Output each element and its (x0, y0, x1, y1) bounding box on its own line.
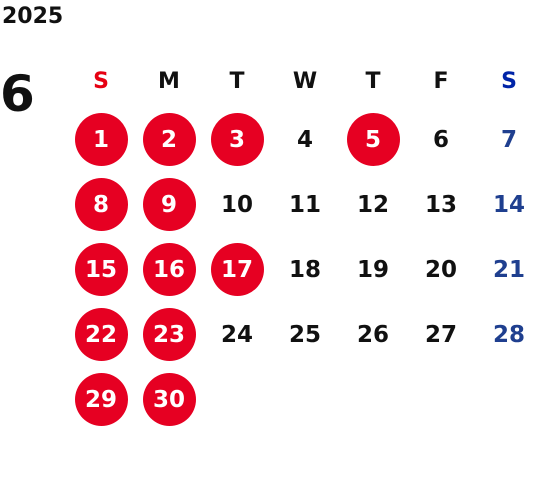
day-number: 8 (74, 178, 128, 231)
weekday-saturday: S (501, 68, 517, 94)
day-number: 18 (288, 256, 321, 283)
day-cell: 3 (203, 107, 271, 172)
day-cell: 16 (135, 237, 203, 302)
day-cell: 12 (339, 172, 407, 237)
day-number: 16 (142, 243, 196, 296)
day-cell: 27 (407, 302, 475, 367)
day-cell: 10 (203, 172, 271, 237)
weekday-wednesday: W (292, 68, 318, 94)
day-number: 15 (74, 243, 128, 296)
day-number: 4 (296, 126, 313, 153)
day-cell (407, 367, 475, 432)
weekday-monday: M (158, 68, 180, 94)
day-cell: 7 (475, 107, 543, 172)
day-cell: 25 (271, 302, 339, 367)
calendar-grid: S M T W T F S 1 2 3 4 5 6 7 8 9 10 11 12… (67, 55, 543, 432)
day-number: 11 (288, 191, 321, 218)
day-cell (271, 367, 339, 432)
day-cell: 6 (407, 107, 475, 172)
day-cell: 26 (339, 302, 407, 367)
day-cell: 1 (67, 107, 135, 172)
day-cell: 24 (203, 302, 271, 367)
week-row-4: 22 23 24 25 26 27 28 (67, 302, 543, 367)
day-number: 14 (492, 191, 525, 218)
day-number: 6 (432, 126, 449, 153)
day-number: 10 (220, 191, 253, 218)
week-row-2: 8 9 10 11 12 13 14 (67, 172, 543, 237)
day-cell (203, 367, 271, 432)
weekday-friday: F (433, 68, 449, 94)
weekday-thursday: T (365, 68, 381, 94)
day-cell: 5 (339, 107, 407, 172)
day-number: 1 (74, 113, 128, 166)
day-cell: 30 (135, 367, 203, 432)
week-row-1: 1 2 3 4 5 6 7 (67, 107, 543, 172)
day-cell: 13 (407, 172, 475, 237)
day-number: 22 (74, 308, 128, 361)
day-number: 21 (492, 256, 525, 283)
day-cell: 9 (135, 172, 203, 237)
day-cell: 19 (339, 237, 407, 302)
day-number: 30 (142, 373, 196, 426)
calendar-year: 2025 (2, 4, 64, 29)
day-cell: 15 (67, 237, 135, 302)
day-cell: 29 (67, 367, 135, 432)
day-number: 5 (346, 113, 400, 166)
day-number: 25 (288, 321, 321, 348)
day-number: 23 (142, 308, 196, 361)
day-number: 24 (220, 321, 253, 348)
weekday-sunday: S (93, 68, 109, 94)
day-number: 2 (142, 113, 196, 166)
day-number: 12 (356, 191, 389, 218)
day-cell (475, 367, 543, 432)
day-cell: 28 (475, 302, 543, 367)
day-cell: 14 (475, 172, 543, 237)
day-number: 13 (424, 191, 457, 218)
day-cell: 20 (407, 237, 475, 302)
day-cell: 11 (271, 172, 339, 237)
day-cell: 2 (135, 107, 203, 172)
day-cell: 17 (203, 237, 271, 302)
day-number: 20 (424, 256, 457, 283)
day-cell: 8 (67, 172, 135, 237)
day-cell: 18 (271, 237, 339, 302)
weekday-tuesday: T (229, 68, 245, 94)
day-cell: 4 (271, 107, 339, 172)
day-number: 28 (492, 321, 525, 348)
day-cell: 22 (67, 302, 135, 367)
day-number: 3 (210, 113, 264, 166)
day-number: 17 (210, 243, 264, 296)
day-cell (339, 367, 407, 432)
week-row-5: 29 30 (67, 367, 543, 432)
day-number: 29 (74, 373, 128, 426)
week-row-3: 15 16 17 18 19 20 21 (67, 237, 543, 302)
day-cell: 23 (135, 302, 203, 367)
calendar-month: 6 (0, 65, 35, 123)
weekday-header-row: S M T W T F S (67, 55, 543, 107)
day-number: 19 (356, 256, 389, 283)
day-number: 27 (424, 321, 457, 348)
day-cell: 21 (475, 237, 543, 302)
day-number: 9 (142, 178, 196, 231)
day-number: 26 (356, 321, 389, 348)
day-number: 7 (500, 126, 517, 153)
